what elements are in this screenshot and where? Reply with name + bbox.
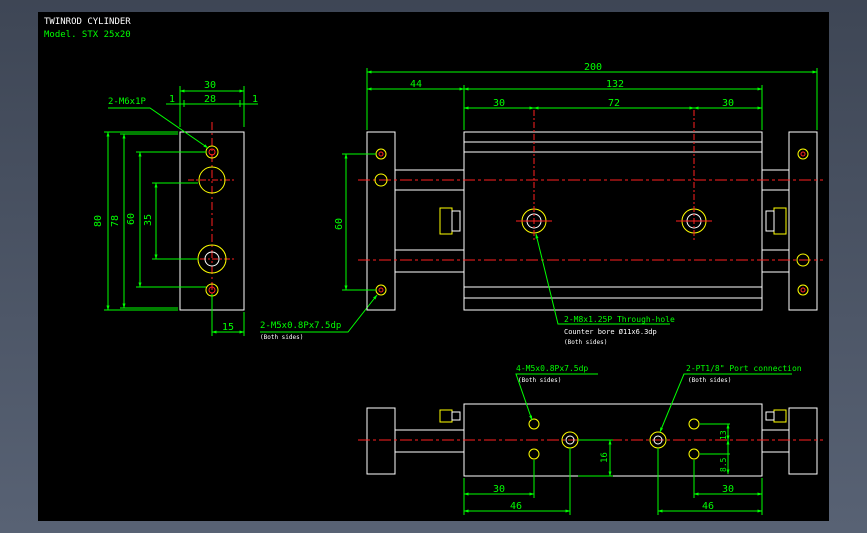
front-dim-60: 60 bbox=[334, 218, 345, 230]
front-body bbox=[463, 131, 763, 311]
bottom-callout-port-note: (Both sides) bbox=[688, 377, 731, 384]
front-callout-m8-note2: (Both sides) bbox=[564, 339, 607, 346]
side-bore-mid bbox=[198, 166, 226, 194]
front-dim-44: 44 bbox=[410, 79, 422, 90]
drawing-model: Model. STX 25x20 bbox=[44, 30, 131, 40]
drawing-canvas: TWINROD CYLINDER Model. STX 25x20 30 28 … bbox=[44, 17, 823, 515]
side-dim-1-left: 1 bbox=[169, 94, 175, 105]
front-dim-200: 200 bbox=[584, 62, 602, 73]
bottom-callout-port: 2-PT1/8" Port connection bbox=[686, 364, 802, 373]
bottom-dim-46-left: 46 bbox=[510, 501, 522, 512]
side-hole-bottom-inner bbox=[208, 286, 216, 294]
bottom-dim-16: 16 bbox=[600, 452, 610, 463]
side-dim-60: 60 bbox=[126, 213, 137, 225]
front-dim-72: 72 bbox=[608, 98, 620, 109]
front-view: 200 44 132 30 72 30 60 2-M8x1.25P Throug… bbox=[334, 62, 823, 346]
side-bore-low-inner bbox=[204, 251, 220, 267]
side-hole-top-inner bbox=[208, 148, 216, 156]
bottom-view: 4-M5x0.8Px7.5dp (Both sides) 2-PT1/8" Po… bbox=[358, 364, 823, 515]
front-callout-m8: 2-M8x1.25P Through-hole bbox=[564, 315, 675, 324]
side-dim-78: 78 bbox=[110, 215, 121, 227]
bottom-dim-30-left: 30 bbox=[493, 484, 505, 495]
side-view: 30 28 1 1 2-M6x1P 80 78 60 35 15 2-M5x0.… bbox=[93, 80, 378, 341]
side-dim-35: 35 bbox=[143, 214, 154, 226]
side-dim-30: 30 bbox=[204, 80, 216, 91]
front-dim-30-left: 30 bbox=[493, 98, 505, 109]
side-dim-80: 80 bbox=[93, 215, 104, 227]
bottom-callout-m5: 4-M5x0.8Px7.5dp bbox=[516, 364, 588, 373]
side-dim-15: 15 bbox=[222, 322, 234, 333]
drawing-title: TWINROD CYLINDER bbox=[44, 17, 131, 27]
bottom-callout-m5-note: (Both sides) bbox=[518, 377, 561, 384]
side-callout-m6: 2-M6x1P bbox=[108, 97, 147, 107]
front-callout-m8-note1: Counter bore Ø11x6.3dp bbox=[564, 328, 657, 336]
front-dim-30-right: 30 bbox=[722, 98, 734, 109]
bottom-dim-8-5: 8.5 bbox=[719, 457, 728, 472]
side-dim-1-right: 1 bbox=[252, 94, 258, 105]
bottom-dim-30-right: 30 bbox=[722, 484, 734, 495]
front-right-plate bbox=[788, 131, 818, 311]
side-dim-28: 28 bbox=[204, 94, 216, 105]
side-callout-m5: 2-M5x0.8Px7.5dp bbox=[260, 321, 341, 331]
bottom-dim-46-right: 46 bbox=[702, 501, 714, 512]
front-dim-132: 132 bbox=[606, 79, 624, 90]
front-left-plate bbox=[366, 131, 396, 311]
side-callout-m5-note: (Both sides) bbox=[260, 334, 303, 341]
bottom-dim-13: 13 bbox=[719, 430, 728, 440]
cad-viewport[interactable]: TWINROD CYLINDER Model. STX 25x20 30 28 … bbox=[38, 12, 829, 521]
